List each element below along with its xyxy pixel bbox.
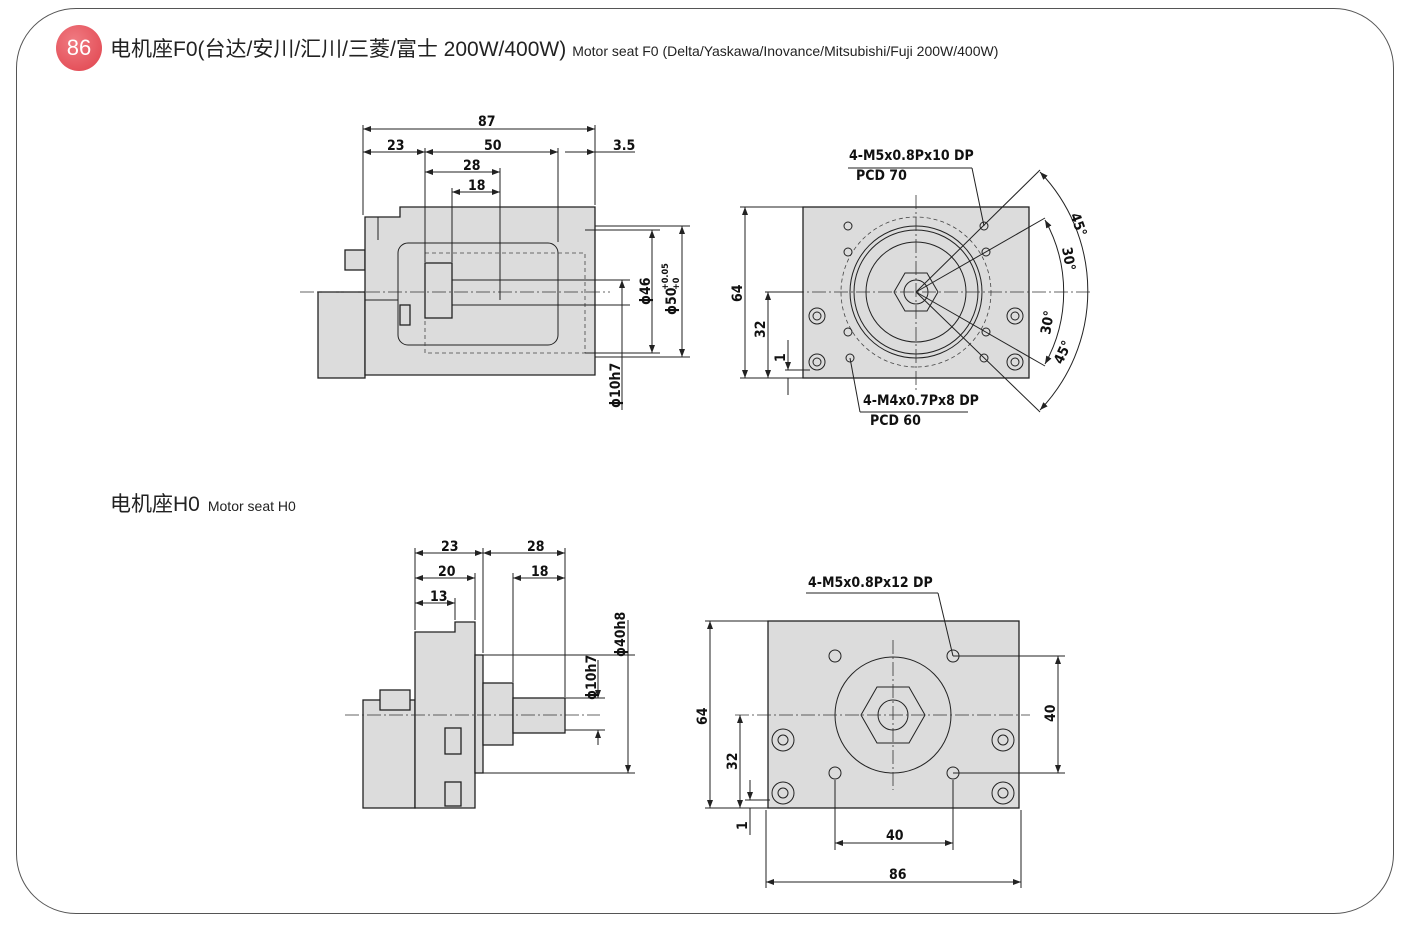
thread-label-m5: 4-M5x0.8Px10 DP xyxy=(849,148,974,164)
section-title-h0: 电机座H0 Motor seat H0 xyxy=(110,488,296,518)
f0-front-view: 4-M5x0.8Px10 DP PCD 70 4-M4x0.7Px8 DP PC… xyxy=(730,148,1090,429)
dim-bore-46: ϕ46 xyxy=(638,277,654,305)
section-title-f0: 电机座F0(台达/安川/汇川/三菱/富士 200W/400W) Motor sea… xyxy=(110,33,998,63)
dim-23: 23 xyxy=(441,539,459,555)
h0-front-view: 4-M5x0.8Px12 DP 64 32 1 40 40 86 xyxy=(695,575,1065,888)
dim-bore-50: ϕ50 xyxy=(664,287,680,315)
h0-side-view: 23 28 20 18 13 ϕ10h7 ϕ40h8 xyxy=(345,539,635,809)
dim-64: 64 xyxy=(695,707,711,725)
dim-18: 18 xyxy=(531,564,549,580)
dim-13: 13 xyxy=(430,589,448,605)
dim-23: 23 xyxy=(387,138,405,154)
dim-50: 50 xyxy=(484,138,502,154)
dim-1: 1 xyxy=(735,821,751,830)
dim-28: 28 xyxy=(463,158,481,174)
dim-40-horizontal: 40 xyxy=(886,828,904,844)
thread-label-m5: 4-M5x0.8Px12 DP xyxy=(808,575,933,591)
dim-28: 28 xyxy=(527,539,545,555)
dim-20: 20 xyxy=(438,564,456,580)
dim-1: 1 xyxy=(773,353,789,362)
f0-side-view: 87 23 50 3.5 28 18 ϕ10h7 ϕ46 ϕ50 +0.05 +… xyxy=(300,114,690,410)
dim-40-vertical: 40 xyxy=(1043,704,1059,722)
pcd-70-label: PCD 70 xyxy=(856,168,907,184)
tol-upper: +0.05 xyxy=(661,263,671,290)
angle-45-top: 45° xyxy=(1066,211,1089,239)
dim-64: 64 xyxy=(730,284,746,302)
mount-holes xyxy=(808,221,1024,371)
dim-shaft-10h7: ϕ10h7 xyxy=(584,655,600,700)
thread-label-m4: 4-M4x0.7Px8 DP xyxy=(863,393,979,409)
dim-3-5: 3.5 xyxy=(613,138,635,154)
title-cn: 电机座F0(台达/安川/汇川/三菱/富士 200W/400W) xyxy=(110,38,567,61)
dim-32: 32 xyxy=(753,320,769,338)
dim-86: 86 xyxy=(889,867,907,883)
page-number-badge: 86 xyxy=(56,25,102,71)
dim-bore-40h8: ϕ40h8 xyxy=(613,612,629,657)
angle-30-top: 30° xyxy=(1058,246,1078,272)
title-cn: 电机座H0 xyxy=(110,493,200,516)
dim-18: 18 xyxy=(468,178,486,194)
dim-32: 32 xyxy=(725,752,741,770)
dim-87: 87 xyxy=(478,114,496,130)
pcd-60-label: PCD 60 xyxy=(870,413,921,429)
tol-lower: +0 xyxy=(672,277,682,290)
mount-holes xyxy=(771,649,1015,805)
title-en: Motor seat F0 (Delta/Yaskawa/Inovance/Mi… xyxy=(572,43,999,59)
angle-30-bottom: 30° xyxy=(1038,309,1058,335)
page-frame xyxy=(16,8,1394,914)
title-en: Motor seat H0 xyxy=(207,498,296,514)
dim-shaft-10h7: ϕ10h7 xyxy=(608,363,624,408)
